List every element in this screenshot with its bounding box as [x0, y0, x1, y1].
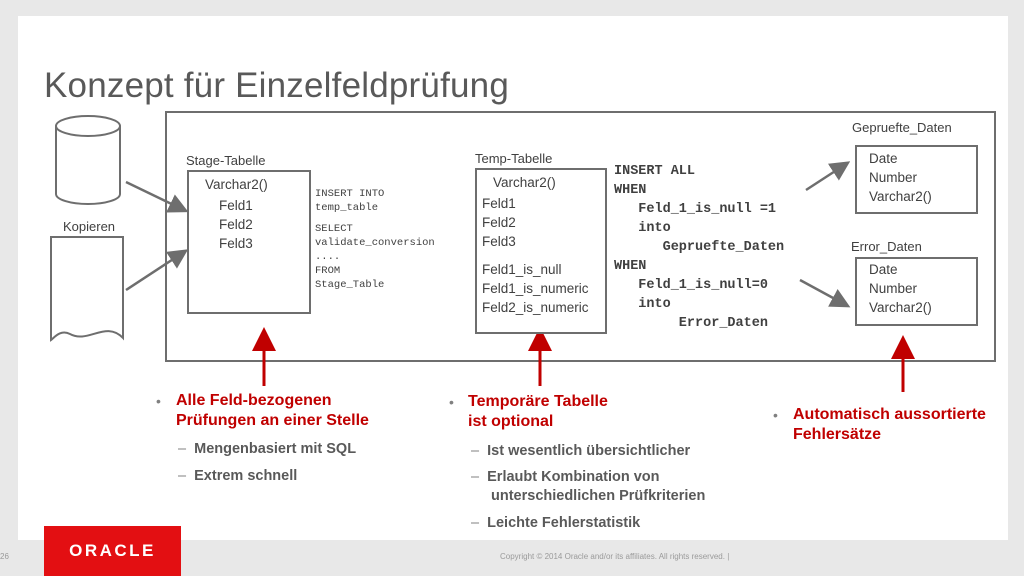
gepruefte-field: Varchar2(): [869, 189, 932, 204]
bullet-sub-text: Erlaubt Kombination von unterschiedliche…: [487, 469, 706, 504]
temp-check: Feld2_is_numeric: [482, 300, 589, 315]
error-field: Varchar2(): [869, 300, 932, 315]
error-table-box: [855, 257, 978, 326]
error-field: Date: [869, 262, 898, 277]
temp-check: Feld1_is_numeric: [482, 281, 589, 296]
error-label: Error_Daten: [851, 239, 922, 254]
kopieren-label: Kopieren: [63, 219, 116, 234]
temp-table-label: Temp-Tabelle: [475, 151, 553, 166]
slide-title: Konzept für Einzelfeldprüfung: [44, 66, 509, 105]
sql-line: temp_table: [315, 202, 379, 214]
bullet-sub: – Leichte Fehlerstatistik: [471, 515, 641, 531]
stage-field: Feld2: [219, 217, 253, 232]
sql-line: ....: [315, 251, 341, 263]
bullet-dot: •: [773, 407, 778, 423]
gepruefte-table-box: [855, 145, 978, 214]
temp-field: Feld3: [482, 234, 516, 249]
sql-line: validate_conversion: [315, 237, 435, 249]
bullet-sub: – Extrem schnell: [178, 468, 298, 484]
page-number: 26: [0, 552, 9, 561]
temp-field: Feld1: [482, 196, 516, 211]
insert-all-sql: INSERT ALL WHEN Feld_1_is_null =1 into G…: [614, 164, 785, 331]
stage-field: Feld1: [219, 198, 253, 213]
bullet-sub-text: Leichte Fehlerstatistik: [487, 515, 641, 531]
bullet-sub: – Ist wesentlich übersichtlicher: [471, 443, 691, 459]
bullet-sub: – Mengenbasiert mit SQL: [178, 441, 357, 457]
document-icon: [50, 236, 124, 342]
gepruefte-field: Date: [869, 151, 898, 166]
temp-table-box: [475, 168, 607, 334]
bullet-sub-text: Extrem schnell: [194, 468, 298, 484]
temp-field: Feld2: [482, 215, 516, 230]
bullet-main: Automatisch aussortierte Fehlersätze: [793, 406, 986, 443]
stage-field: Feld3: [219, 236, 253, 251]
sql-line: INSERT INTO: [315, 188, 385, 200]
sql-line: Stage_Table: [315, 279, 385, 291]
oracle-logo-text: ORACLE: [69, 541, 156, 560]
database-icon: [55, 115, 121, 205]
bullet-main: Alle Feld-bezogenen Prüfungen an einer S…: [176, 392, 369, 429]
gepruefte-label: Gepruefte_Daten: [852, 120, 952, 135]
bullet-sub: – Erlaubt Kombination von unterschiedlic…: [471, 469, 706, 504]
gepruefte-field: Number: [869, 170, 918, 185]
bullet-dot: •: [156, 393, 161, 409]
stage-type: Varchar2(): [205, 177, 268, 192]
bullet-main: Temporäre Tabelle ist optional: [468, 393, 608, 430]
stage-table-box: [187, 170, 311, 314]
bullet-sub-text: Mengenbasiert mit SQL: [194, 441, 357, 457]
temp-type: Varchar2(): [493, 175, 556, 190]
error-field: Number: [869, 281, 918, 296]
oracle-logo: ORACLE: [44, 526, 181, 576]
bullet-dot: •: [449, 394, 454, 410]
stage-table-label: Stage-Tabelle: [186, 153, 266, 168]
sql-line: FROM: [315, 265, 341, 277]
bullet-sub-text: Ist wesentlich übersichtlicher: [487, 443, 691, 459]
temp-check: Feld1_is_null: [482, 262, 562, 277]
copyright-text: Copyright © 2014 Oracle and/or its affil…: [500, 552, 730, 561]
sql-line: SELECT: [315, 223, 353, 235]
